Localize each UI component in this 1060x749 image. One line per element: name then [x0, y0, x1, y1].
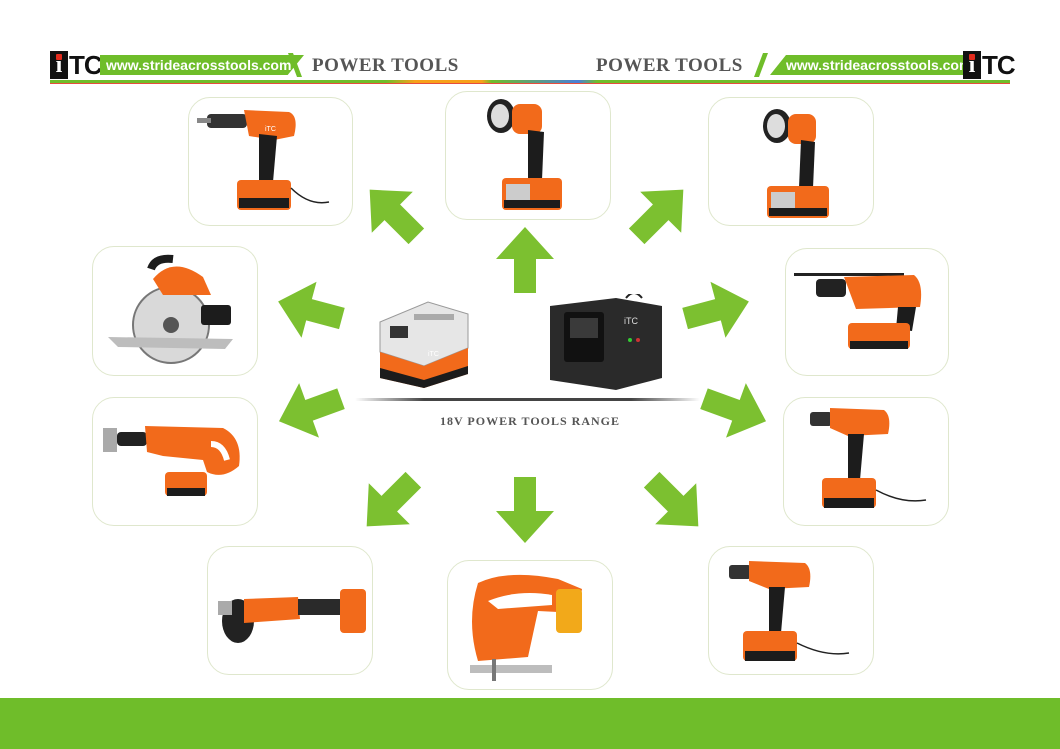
- arrow-icon: [628, 189, 684, 245]
- arrow-icon: [278, 281, 345, 338]
- tool-badge: iTC: [265, 126, 276, 133]
- rotary-hammer-icon: [794, 273, 922, 349]
- center-divider: [355, 398, 700, 401]
- header-rule: [50, 80, 1010, 83]
- header-rule-red: [50, 83, 1010, 84]
- page-title-left: POWER TOOLS: [312, 55, 459, 76]
- range-title: 18V POWER TOOLS RANGE: [439, 414, 621, 428]
- arrow-icon: [369, 189, 425, 245]
- work-light-icon: [763, 109, 829, 218]
- tool-card-drill[interactable]: iTC: [188, 97, 353, 226]
- tool-card-impact-wrench[interactable]: [708, 546, 874, 675]
- logo-i-mark: i: [963, 51, 981, 79]
- drill-icon: iTC: [197, 110, 330, 210]
- website-link-right[interactable]: www.strideacrosstools.com: [770, 55, 970, 75]
- charger-brand: iTC: [624, 316, 638, 326]
- arrow-icon: [700, 383, 767, 438]
- arrow-icon: [643, 471, 699, 527]
- reciprocating-saw-icon: [103, 426, 240, 496]
- battery-brand: iTC: [428, 351, 439, 358]
- arrow-icon: [366, 471, 422, 527]
- slash-divider-right: [754, 53, 768, 77]
- arrow-icon: [496, 477, 554, 543]
- tool-card-work-light[interactable]: [445, 91, 611, 220]
- impact-driver-icon: [810, 408, 927, 508]
- tool-card-impact-driver[interactable]: [783, 397, 949, 526]
- logo-text: TC: [69, 50, 103, 80]
- tool-card-rotary-hammer[interactable]: [785, 248, 949, 376]
- battery-charger[interactable]: iTC: [546, 294, 666, 392]
- itc-logo-right: i TC: [963, 50, 1016, 80]
- header: i TC www.strideacrosstools.com POWER TOO…: [0, 0, 1060, 90]
- charger-icon: iTC: [550, 294, 662, 390]
- jigsaw-icon: [470, 574, 582, 681]
- arrow-icon: [278, 383, 345, 438]
- battery-icon: iTC: [379, 301, 469, 388]
- footer-band: [0, 698, 1060, 749]
- website-link-left[interactable]: www.strideacrosstools.com: [100, 55, 304, 75]
- impact-wrench-icon: [729, 561, 850, 661]
- tool-card-work-light-2[interactable]: [708, 97, 874, 226]
- arrow-icon: [682, 281, 749, 338]
- battery-pack[interactable]: iTC: [368, 296, 476, 392]
- work-light-icon: [487, 99, 562, 210]
- arrow-icon: [496, 227, 554, 293]
- angle-grinder-icon: [218, 589, 366, 643]
- tool-card-jigsaw[interactable]: [447, 560, 613, 690]
- logo-text: TC: [982, 50, 1016, 80]
- slash-divider-left: [288, 53, 302, 77]
- itc-logo-left: i TC: [50, 50, 103, 80]
- tool-card-angle-grinder[interactable]: [207, 546, 373, 675]
- circular-saw-icon: [108, 254, 233, 364]
- tool-card-reciprocating-saw[interactable]: [92, 397, 258, 526]
- logo-i-mark: i: [50, 51, 68, 79]
- page-title-right: POWER TOOLS: [596, 55, 743, 76]
- tool-card-circular-saw[interactable]: [92, 246, 258, 376]
